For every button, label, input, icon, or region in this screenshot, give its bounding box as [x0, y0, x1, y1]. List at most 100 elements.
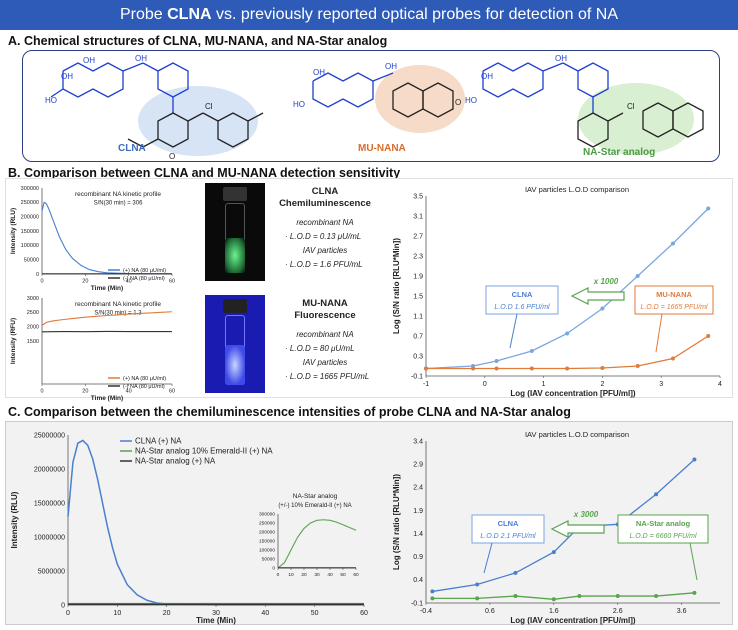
banner-bold: CLNA	[167, 6, 212, 23]
structures-svg: OH OH OH HO Cl O OH HO OH O OH HO OH Cl …	[45, 54, 704, 161]
section-c-title: C. Comparison between the chemiluminesce…	[8, 405, 571, 419]
c-callout-nastar-lod: L.O.D = 6660 PFU/ml	[629, 533, 697, 540]
x-tick-label-4: 40	[261, 610, 269, 617]
y-tick-label-4: 20000000	[34, 466, 65, 473]
series-1-point-4	[577, 594, 582, 599]
series-1-point-1	[471, 366, 476, 371]
panel-b	[5, 178, 733, 398]
legend-label-1: (-) NA (80 μU/ml)	[123, 384, 165, 390]
callout-munana-pointer	[655, 313, 663, 353]
clna-rlabel: recombinant NA	[296, 218, 354, 227]
x-tick-label-5: 4	[718, 381, 722, 388]
atom-clna-cl: Cl	[205, 102, 213, 111]
munana-rlabel: recombinant NA	[296, 330, 354, 339]
clna-ilod-text: L.O.D = 1.6 PFU/mL	[289, 260, 363, 269]
callout-clna-box	[485, 285, 559, 315]
x-tick-label-2: 40	[126, 389, 132, 395]
y-tick-label-9: 3.5	[413, 193, 423, 200]
atom-clna-oh2: OH	[83, 56, 95, 65]
x-tick-label-6: 60	[353, 572, 359, 578]
x-axis-label: Time (Min)	[196, 616, 236, 625]
x-tick-label-0: -1	[423, 381, 429, 388]
series-0-point-7	[670, 241, 675, 246]
series-0-point-5	[600, 306, 605, 311]
series-0-point-0	[430, 589, 435, 594]
clna-structure	[50, 62, 264, 148]
series-1-point-1	[475, 596, 480, 601]
y-tick-label-8: 3.1	[413, 213, 423, 220]
c-arrow-label: x 3000	[573, 510, 599, 519]
series-0-point-6	[635, 274, 640, 278]
series-0-point-8	[706, 206, 711, 211]
y-tick-label-2: 2500	[27, 310, 39, 316]
munana-heading2: Fluorescence	[294, 310, 356, 321]
y-tick-label-2: 0.7	[413, 333, 423, 340]
c-callout-clna-box	[471, 514, 545, 544]
y-tick-label-1: 5000000	[38, 568, 65, 575]
clna-ilod: · L.O.D = 1.6 PFU/mL	[285, 260, 363, 269]
x-tick-label-0: 0	[66, 610, 70, 617]
chart-subtitle: S/N(30 min) = 1.3	[94, 311, 142, 317]
y-tick-label-5: 25000000	[34, 432, 65, 439]
x-tick-label-3: 2	[600, 381, 604, 388]
munana-ilod-text: L.O.D = 1665 PFU/mL	[289, 372, 370, 381]
series-0-point-4	[565, 331, 570, 336]
x-tick-label-2: 20	[163, 610, 171, 617]
atom-ns-oh1: OH	[481, 72, 493, 81]
series-1-point-0	[430, 596, 435, 601]
x-tick-label-0: -0.4	[420, 608, 432, 615]
y-axis-label: Log (S/N ratio [RLU*Min])	[392, 474, 401, 570]
section-b-title: B. Comparison between CLNA and MU-NANA d…	[8, 166, 401, 180]
callout-clna-name: CLNA	[512, 290, 533, 299]
y-tick-label-0: 0	[61, 602, 65, 609]
x-tick-label-1: 0	[483, 381, 487, 388]
x-axis-label: Log (IAV concentration [PFU/ml])	[510, 616, 636, 625]
x-tick-label-2: 40	[126, 279, 132, 285]
atom-clna-oh1: OH	[61, 72, 73, 81]
vial-cap2	[223, 299, 247, 313]
x-tick-label-2: 1.6	[549, 608, 559, 615]
series-1-point-4	[565, 366, 570, 371]
legend-label-0: CLNA (+) NA	[135, 437, 182, 446]
clna-heading2: Chemiluminescence	[279, 198, 371, 209]
y-tick-label-3: 150000	[259, 539, 275, 545]
c-callout-nastar-pointer	[689, 542, 698, 581]
y-tick-label-6: 2.9	[413, 461, 423, 468]
x-tick-label-5: 50	[340, 572, 346, 578]
series-0-point-3	[529, 349, 534, 353]
munana-rlod-text: L.O.D = 80 μU/mL	[289, 344, 355, 353]
x-axis-label: Time (Min)	[91, 285, 123, 292]
y-tick-label-2: 100000	[259, 548, 275, 554]
y-tick-label-3: 1.1	[413, 313, 423, 320]
series-1-point-3	[529, 366, 534, 371]
y-tick-label-3: 3000	[27, 296, 39, 302]
series-1-point-6	[635, 364, 640, 368]
label-nastar: NA-Star analog	[583, 147, 655, 158]
x-axis-label: Log (IAV concentration [PFU/ml])	[510, 389, 636, 398]
inset-title: NA-Star analog	[293, 493, 338, 500]
banner-post: vs. previously reported optical probes f…	[211, 6, 618, 23]
x-tick-label-0: 0	[40, 279, 43, 285]
banner-pre: Probe	[119, 6, 168, 23]
y-axis-label: Log (S/N ratio [RLU*Min])	[392, 238, 401, 334]
munana-vial-photo	[205, 295, 265, 393]
atom-ns-ho: HO	[465, 96, 477, 105]
atom-mu-oh2: OH	[385, 62, 397, 71]
y-tick-label-6: 300000	[21, 186, 39, 192]
y-tick-label-4: 200000	[259, 530, 275, 536]
y-tick-label-7: 2.7	[413, 233, 423, 240]
clna-rlod: · L.O.D = 0.13 μU/mL	[285, 232, 362, 241]
series-0-point-2	[513, 570, 518, 575]
callout-clna-lod: L.O.D 1.6 PFU/ml	[494, 304, 550, 311]
y-axis-label: Intensity (RLU)	[10, 491, 19, 548]
series-1-point-5	[600, 366, 605, 370]
series-0-point-7	[692, 457, 697, 462]
series-1-point-7	[670, 356, 675, 361]
y-tick-label-6: 2.3	[413, 253, 423, 260]
y-axis-label: Intensity (RFU)	[10, 318, 17, 364]
x-tick-label-1: 20	[82, 389, 88, 395]
callout-clna-pointer	[509, 313, 518, 349]
vial-glow-blue	[225, 345, 245, 385]
